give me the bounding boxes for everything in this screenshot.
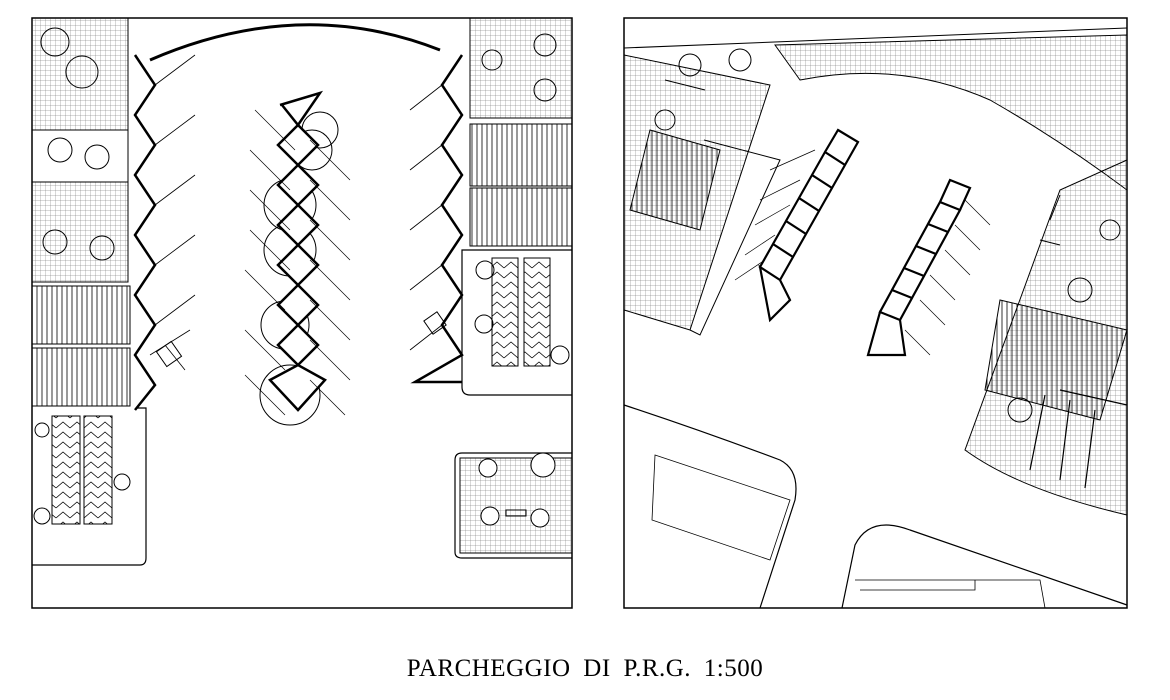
rotated-stall-lines	[734, 149, 991, 356]
island-one	[758, 128, 860, 323]
island-two	[866, 178, 972, 357]
left-plan	[31, 17, 573, 609]
right-stall-lines	[409, 84, 443, 351]
right-plan	[623, 17, 1128, 609]
right-building-block	[461, 17, 573, 396]
left-building-block	[31, 17, 147, 566]
left-parking-zigzag	[133, 54, 157, 411]
right-parking-zigzag	[410, 54, 464, 384]
accessible-parking-icon	[155, 311, 447, 368]
roads	[623, 404, 1128, 609]
upper-green-strip	[774, 34, 1128, 191]
small-block	[454, 452, 573, 559]
upper-left-block	[623, 48, 781, 336]
drawing-caption: PARCHEGGIO DI P.R.G. 1:500	[406, 655, 764, 682]
left-stall-lines	[149, 54, 196, 371]
central-island	[244, 90, 351, 426]
accessible-parking-icon	[1039, 194, 1061, 246]
arc-boundary	[149, 23, 441, 62]
lower-right-block	[964, 159, 1128, 516]
